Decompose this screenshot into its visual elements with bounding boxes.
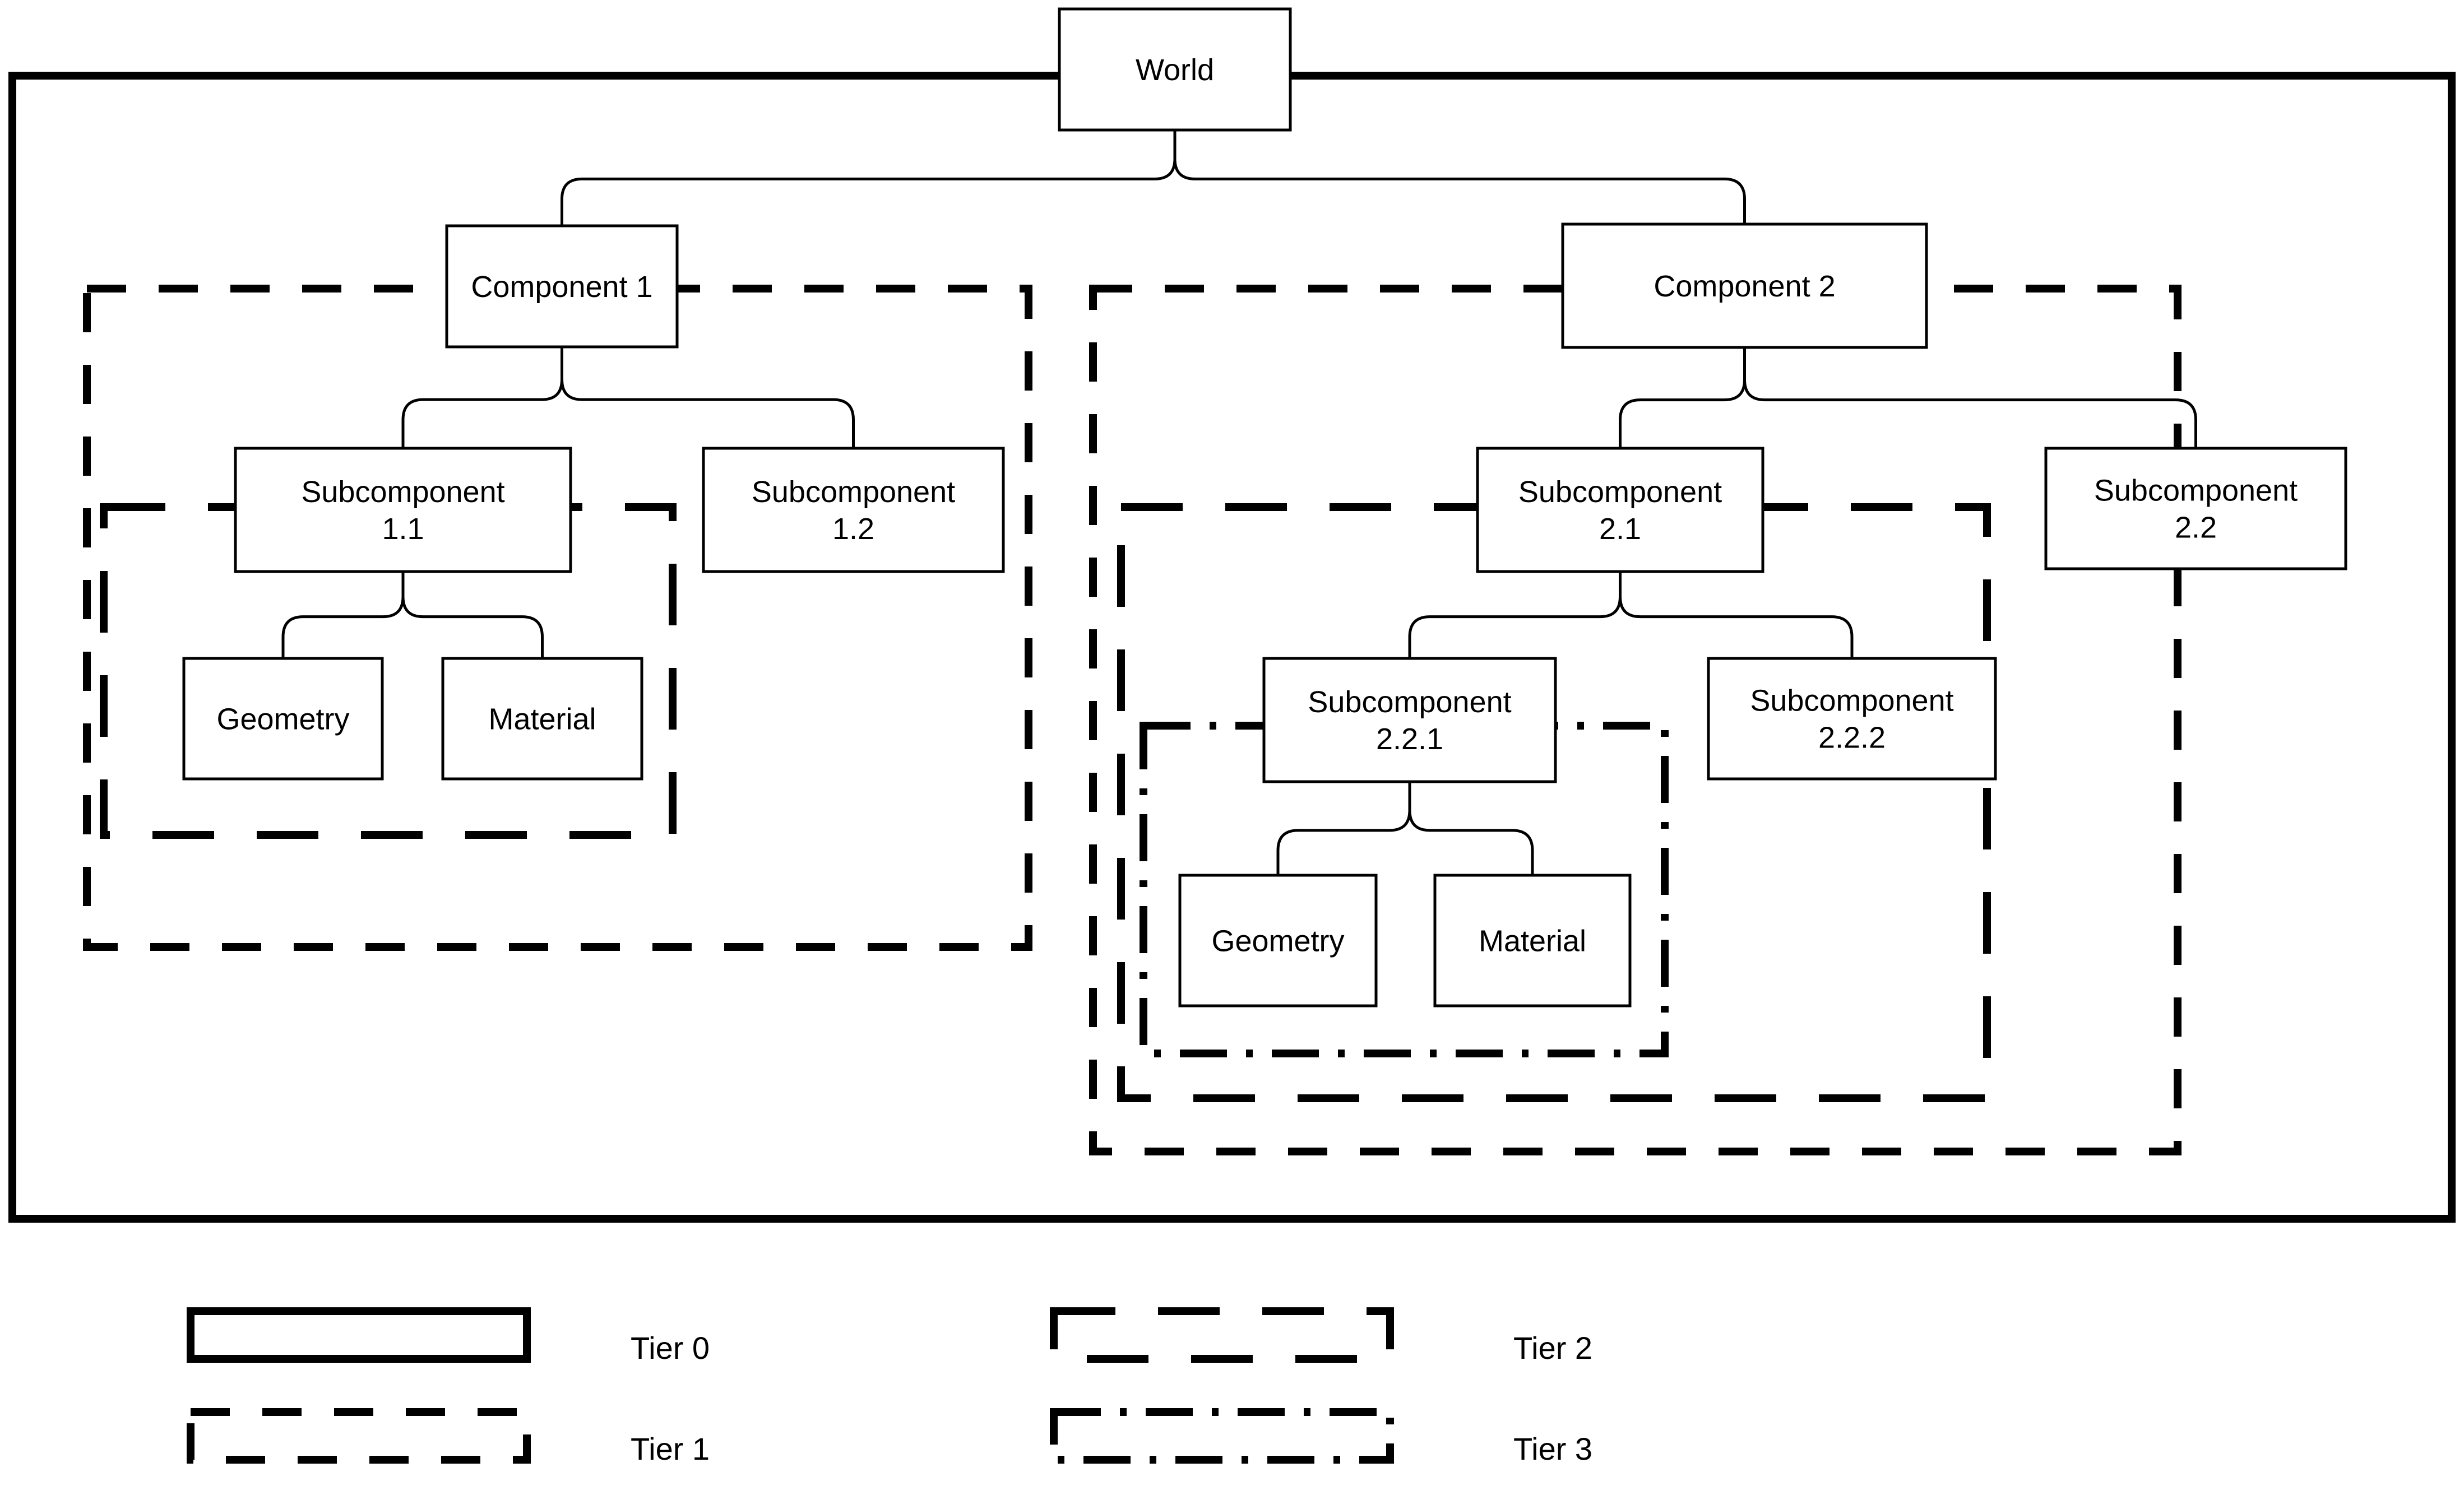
connector-branch: [401, 398, 542, 448]
node-m1[interactable]: Material: [441, 657, 643, 781]
tier-boundary-1: [1089, 285, 2182, 1155]
tier-boundary-3: [1140, 722, 1669, 1057]
tier-boundary-1: [83, 285, 1032, 951]
node-label: Subcomponent: [1308, 685, 1511, 719]
legend-swatch-tier1: [187, 1408, 531, 1464]
node-g2[interactable]: Geometry: [1178, 874, 1378, 1007]
legend-item-tier0: Tier 0: [187, 1307, 710, 1366]
node-label: 1.1: [382, 512, 424, 546]
connector-branch: [423, 615, 544, 658]
node-label: Geometry: [1211, 925, 1344, 958]
connector-stub-left: [1389, 810, 1411, 832]
node-c1[interactable]: Component 1: [445, 224, 679, 349]
node-label: World: [1136, 53, 1214, 87]
connector-stub-left: [382, 596, 405, 619]
connector-branch: [1430, 829, 1534, 875]
node-box[interactable]: [1561, 222, 1928, 349]
connector-stub: [1743, 347, 1765, 402]
connector-group: [281, 130, 2197, 875]
node-label: Component 1: [471, 270, 652, 304]
node-box[interactable]: [1178, 874, 1378, 1007]
node-label: Subcomponent: [1750, 684, 1953, 718]
node-world[interactable]: World: [1058, 7, 1292, 132]
legend-swatch-tier0: [187, 1307, 531, 1363]
connector-branch: [1408, 615, 1600, 658]
legend-swatch-tier3: [1050, 1408, 1394, 1464]
connector-branch: [1640, 615, 1854, 658]
node-label: Subcomponent: [1518, 475, 1722, 509]
node-label: Subcomponent: [301, 475, 504, 509]
connector-branch: [1764, 398, 2197, 448]
connector-stub: [1408, 782, 1430, 832]
node-box[interactable]: [182, 657, 384, 781]
node-box[interactable]: [2044, 447, 2347, 570]
node-label: 2.2.1: [1376, 722, 1443, 756]
node-box[interactable]: [234, 447, 572, 573]
node-box[interactable]: [445, 224, 679, 349]
node-box[interactable]: [1476, 447, 1764, 573]
legend-item-tier3: Tier 3: [1050, 1408, 1592, 1466]
node-box[interactable]: [1058, 7, 1292, 132]
node-g1[interactable]: Geometry: [182, 657, 384, 781]
legend-swatch-tier2: [1050, 1307, 1394, 1363]
legend-item-tier1: Tier 1: [187, 1408, 710, 1466]
tier-boundary-group: [8, 72, 2456, 1223]
legend-label: Tier 2: [1513, 1330, 1592, 1366]
legend-group: Tier 0 Tier 1 Tier 2 Tier 3: [187, 1307, 1592, 1466]
node-label: Material: [488, 703, 596, 736]
tier-boundary-0: [8, 72, 2456, 1223]
connector-stub: [401, 572, 424, 619]
node-label: Material: [1479, 925, 1586, 958]
node-box[interactable]: [1707, 657, 1997, 781]
node-label: Subcomponent: [752, 475, 955, 509]
node-label: Geometry: [216, 703, 349, 736]
legend-label: Tier 3: [1513, 1431, 1592, 1466]
legend-item-tier2: Tier 2: [1050, 1307, 1592, 1366]
node-m2[interactable]: Material: [1433, 874, 1632, 1007]
node-box[interactable]: [1262, 657, 1557, 783]
connector-stub-left: [1154, 159, 1177, 180]
node-c2[interactable]: Component 2: [1561, 222, 1928, 349]
connector-stub: [561, 347, 582, 401]
tier-boundary-2: [100, 503, 677, 839]
node-label: Component 2: [1654, 270, 1835, 303]
connector-branch: [561, 177, 1155, 226]
connector-stub-left: [1724, 379, 1746, 402]
connector-branch: [582, 398, 855, 448]
connector-branch: [1195, 177, 1746, 224]
connector-branch: [281, 615, 383, 658]
tier-boundary-2: [1117, 503, 1991, 1102]
node-label: 1.2: [832, 512, 874, 546]
connector-stub-left: [541, 379, 563, 401]
legend-label: Tier 1: [631, 1431, 710, 1466]
node-label: 2.1: [1599, 512, 1641, 546]
connector-stub: [1173, 130, 1196, 180]
legend-label: Tier 0: [631, 1330, 710, 1366]
node-label: 2.2.2: [1818, 721, 1886, 755]
node-box[interactable]: [1433, 874, 1632, 1007]
node-box[interactable]: [441, 657, 643, 781]
connector-branch: [1619, 398, 1725, 448]
connector-stub: [1619, 572, 1641, 619]
connector-stub-left: [1600, 596, 1622, 619]
node-label: Subcomponent: [2094, 474, 2298, 508]
node-box[interactable]: [702, 447, 1005, 573]
connector-branch: [1276, 829, 1390, 875]
node-label: 2.2: [2175, 511, 2217, 545]
